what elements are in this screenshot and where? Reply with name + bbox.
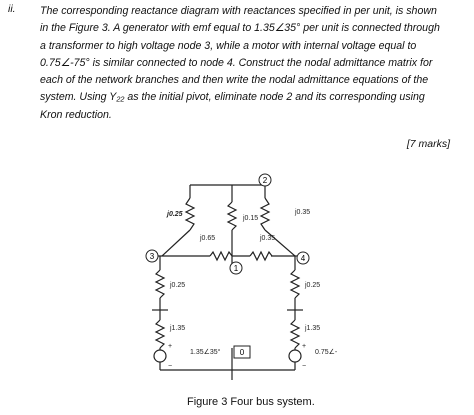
node-1: 1 [229,261,243,275]
reactance-3-1: j0.65 [199,235,215,242]
question-line: in the Figure 3. A generator with emf eq… [40,22,440,35]
question-line: Kron reduction. [40,108,112,121]
motor-minus-sign: − [302,363,306,370]
generator-minus-sign: − [168,363,172,370]
four-bus-circuit-diagram: 2 3 1 4 0 j0.25 j0.15 j0.35 j0.65 j0.35 … [145,173,338,380]
motor-emf-label: 0.75∠- [315,348,338,356]
figure-caption: Figure 3 Four bus system. [187,396,315,408]
marks-label: [7 marks] [406,138,450,150]
question-number: ii. [8,3,16,15]
reactance-3-2: j0.25 [166,211,183,218]
node-4-label: 4 [301,254,306,263]
question-line: The corresponding reactance diagram with… [40,5,437,17]
question-line: system. Using Y₂₂ as the initial pivot, … [40,91,425,104]
node-2-label: 2 [263,176,268,185]
reactance-4-transformer: j0.25 [304,282,320,289]
reactance-4-motor: j1.35 [304,325,320,332]
node-3: 3 [145,249,159,263]
reactance-2-1: j0.15 [242,215,258,222]
reactance-1-4: j0.35 [259,235,275,242]
question-line: a transformer to high voltage node 3, wh… [40,39,417,52]
reactance-2-4: j0.35 [294,209,310,216]
question-line: 0.75∠-75° is similar connected to node 4… [40,56,433,69]
reactance-3-transformer: j0.25 [169,282,185,289]
node-4: 4 [296,251,310,265]
node-0-label: 0 [240,348,245,357]
generator-emf-label: 1.35∠35° [190,348,221,356]
reactance-3-generator: j1.35 [169,325,185,332]
node-3-label: 3 [150,252,155,261]
generator-plus-sign: + [168,343,172,350]
node-2: 2 [258,173,272,187]
motor-plus-sign: + [302,343,306,350]
node-1-label: 1 [234,264,239,273]
question-text: The corresponding reactance diagram with… [40,3,450,124]
node-0-reference: 0 [233,345,251,359]
question-line: each of the network branches and then wr… [40,74,429,87]
